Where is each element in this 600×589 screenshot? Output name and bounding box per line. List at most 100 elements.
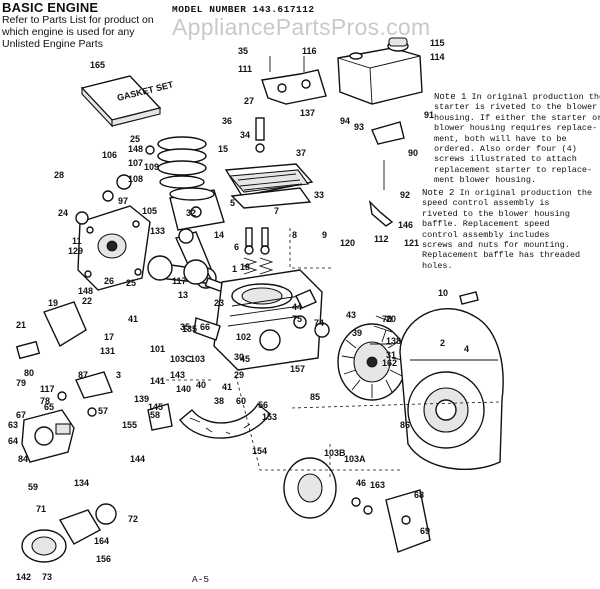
callout-80: 80 <box>24 368 34 378</box>
callout-73: 73 <box>42 572 52 582</box>
callout-157: 157 <box>290 364 305 374</box>
callout-74: 74 <box>314 318 324 328</box>
callout-37: 37 <box>296 148 306 158</box>
page-subtitle: Refer to Parts List for product on which… <box>2 14 154 50</box>
note-1: Note 1 In original production the starte… <box>434 92 600 186</box>
callout-67: 67 <box>16 410 26 420</box>
callout-140: 140 <box>176 384 191 394</box>
callout-120: 120 <box>340 238 355 248</box>
callout-129: 129 <box>68 246 83 256</box>
callout-44: 44 <box>292 302 302 312</box>
callout-121: 121 <box>404 238 419 248</box>
callout-143: 143 <box>170 370 185 380</box>
callout-165: 165 <box>90 60 105 70</box>
callout-118: 118 <box>0 0 15 2</box>
starter-pulley <box>283 457 337 519</box>
callout-46: 46 <box>356 478 366 488</box>
callout-134: 134 <box>74 478 89 488</box>
callout-70: 70 <box>382 314 392 324</box>
callout-141: 141 <box>150 376 165 386</box>
callout-102: 102 <box>236 332 251 342</box>
callout-79: 79 <box>16 378 26 388</box>
callout-92: 92 <box>400 190 410 200</box>
callout-41: 41 <box>128 314 138 324</box>
cylinder-head <box>224 163 314 209</box>
callout-35: 35 <box>238 46 248 56</box>
fuel-tank <box>337 37 423 105</box>
callout-58: 58 <box>150 410 160 420</box>
callout-156: 156 <box>96 554 111 564</box>
callout-101: 101 <box>150 344 165 354</box>
callout-146: 146 <box>398 220 413 230</box>
note-1-label: Note 1 <box>434 92 467 102</box>
callout-109: 109 <box>144 162 159 172</box>
callout-57: 57 <box>98 406 108 416</box>
callout-103: 103 <box>190 354 205 364</box>
callout-145: 145 <box>148 402 163 412</box>
intake-pipe <box>15 301 87 360</box>
callout-28: 28 <box>54 170 64 180</box>
page-title: BASIC ENGINE <box>2 0 99 15</box>
callout-13: 13 <box>178 290 188 300</box>
callout-139: 139 <box>134 394 149 404</box>
callout-163: 163 <box>370 480 385 490</box>
callout-69: 69 <box>420 526 430 536</box>
flywheel <box>337 323 407 401</box>
callout-119: 119 <box>0 0 15 2</box>
callout-117: 117 <box>40 384 55 394</box>
callout-41: 41 <box>222 382 232 392</box>
callout-56: 56 <box>258 400 268 410</box>
callout-22: 22 <box>82 296 92 306</box>
callout-107: 107 <box>128 158 143 168</box>
callout-117: 117 <box>172 276 187 286</box>
callout-14: 14 <box>214 230 224 240</box>
callout-66: 66 <box>200 322 210 332</box>
callout-115: 115 <box>430 38 445 48</box>
gasket-set-box: GASKET SET <box>80 75 175 128</box>
callout-10: 10 <box>438 288 448 298</box>
callout-131: 131 <box>100 346 115 356</box>
carburetor <box>21 409 75 463</box>
note-2-label: Note 2 <box>422 188 455 198</box>
callout-17: 17 <box>104 332 114 342</box>
callout-19: 19 <box>48 298 58 308</box>
callout-9: 9 <box>322 230 327 240</box>
page-number: A-5 <box>192 574 210 585</box>
note-2-text: In original production the speed control… <box>422 188 593 271</box>
small-parts <box>57 117 479 515</box>
callout-18: 18 <box>240 262 250 272</box>
callout-65: 65 <box>44 402 54 412</box>
callout-72: 72 <box>128 514 138 524</box>
callout-31: 31 <box>386 350 396 360</box>
callout-24: 24 <box>58 208 68 218</box>
callout-137: 137 <box>300 108 315 118</box>
assembly-lines <box>160 228 501 478</box>
callout-63: 63 <box>8 420 18 430</box>
callout-111: 111 <box>238 64 252 74</box>
callout-103A: 103A <box>344 454 366 464</box>
callout-93: 93 <box>354 122 364 132</box>
callout-133: 133 <box>150 226 165 236</box>
baffle <box>179 402 271 439</box>
callout-116: 116 <box>0 0 15 2</box>
callout-85: 85 <box>310 392 320 402</box>
callout-105: 105 <box>0 0 15 2</box>
callout-164: 164 <box>94 536 109 546</box>
watermark: AppliancePartsPros.com <box>172 14 431 40</box>
callout-89: 89 <box>0 0 10 2</box>
callout-27: 27 <box>244 96 254 106</box>
callout-34: 34 <box>240 130 250 140</box>
callout-36: 36 <box>222 116 232 126</box>
callout-26: 26 <box>104 276 114 286</box>
callout-108: 108 <box>128 174 143 184</box>
callout-11: 11 <box>72 236 82 246</box>
callout-45: 45 <box>240 354 250 364</box>
callout-5: 5 <box>230 198 235 208</box>
callout-32: 32 <box>186 208 196 218</box>
callout-29: 29 <box>234 370 244 380</box>
callout-153: 153 <box>262 412 277 422</box>
callout-60: 60 <box>236 396 246 406</box>
callout-25: 25 <box>126 278 136 288</box>
